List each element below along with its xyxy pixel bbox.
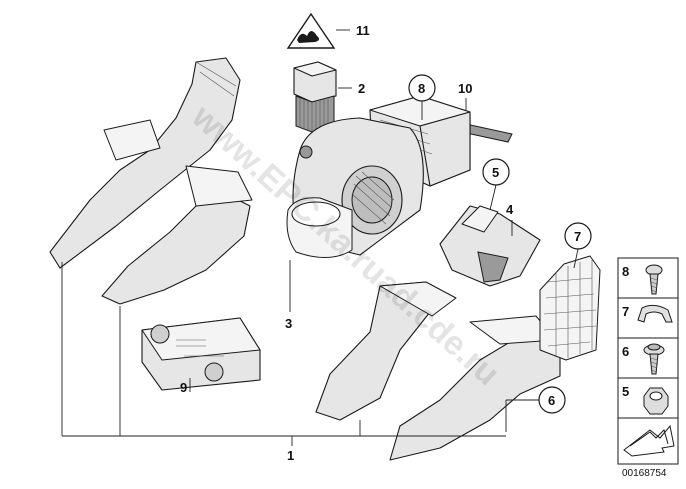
callout-6: 6	[548, 393, 555, 408]
callout-7: 7	[574, 229, 581, 244]
right-rear-air-duct	[315, 281, 457, 421]
blower-resistor	[293, 61, 337, 133]
callout-5: 5	[492, 165, 499, 180]
legend-number-7: 7	[622, 304, 629, 319]
heater-bracket	[439, 205, 541, 287]
callout-4: 4	[506, 202, 514, 217]
screw-with-washer-icon	[643, 343, 665, 375]
callout-8: 8	[418, 81, 425, 96]
callout-9: 9	[180, 380, 187, 395]
screw-icon	[645, 264, 663, 295]
left-rear-air-duct	[49, 57, 241, 269]
hex-nut-icon	[643, 387, 669, 415]
legend-number-5: 5	[622, 384, 629, 399]
warning-label	[286, 12, 336, 49]
callout-3: 3	[285, 316, 292, 331]
blower-motor-housing	[286, 117, 424, 258]
legend-number-6: 6	[622, 344, 629, 359]
reference-number: 00168754	[622, 468, 667, 479]
air-duct-grille	[539, 255, 601, 361]
leader-line	[489, 184, 497, 211]
legend-number-8: 8	[622, 264, 629, 279]
clip-icon	[637, 304, 673, 323]
callout-6-circle	[538, 386, 566, 414]
climate-control-panel	[141, 317, 261, 391]
callout-10: 10	[458, 81, 472, 96]
callout-2: 2	[358, 81, 365, 96]
leader-line	[573, 248, 579, 269]
arrow-icon	[623, 424, 675, 457]
parts-legend: 8 7 6 5	[617, 257, 679, 465]
callout-1-bracket	[61, 262, 506, 446]
callout-1: 1	[287, 448, 294, 463]
callout-11: 11	[356, 23, 370, 38]
left-front-air-duct	[101, 165, 253, 305]
